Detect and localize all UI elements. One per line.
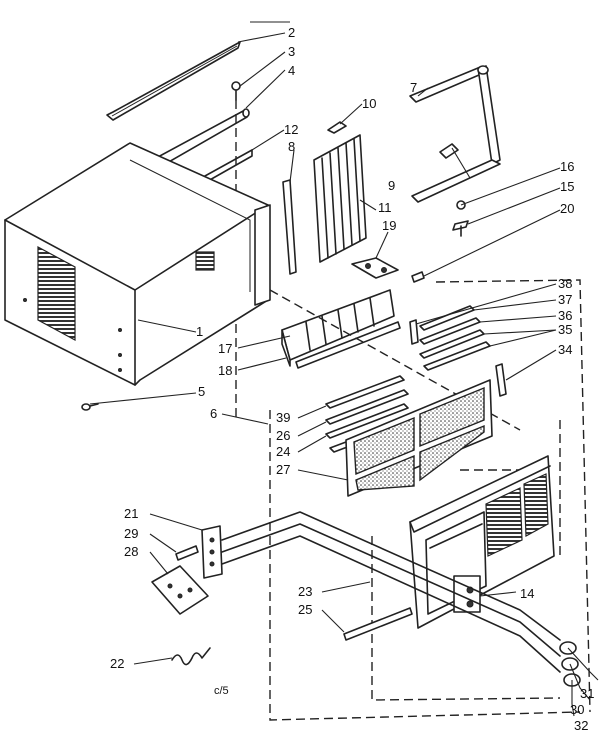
part-side-rail bbox=[282, 179, 297, 275]
callout-4: 4 bbox=[288, 63, 295, 78]
part-frame bbox=[409, 65, 501, 203]
callout-29: 29 bbox=[124, 526, 138, 541]
part-screw-5 bbox=[81, 403, 99, 411]
part-strip-34 bbox=[495, 363, 507, 397]
callout-35: 35 bbox=[558, 322, 572, 337]
callout-23: 23 bbox=[298, 584, 312, 599]
callout-30: 30 bbox=[570, 702, 584, 717]
part-wire-spring bbox=[171, 647, 211, 666]
callout-17: 17 bbox=[218, 341, 232, 356]
callout-14: 14 bbox=[520, 586, 534, 601]
callout-10: 10 bbox=[362, 96, 376, 111]
leader-lines bbox=[89, 32, 599, 717]
part-cabinet bbox=[4, 142, 271, 386]
footer-code: c/5 bbox=[214, 685, 229, 697]
part-switch-block bbox=[151, 565, 209, 615]
callout-27: 27 bbox=[276, 462, 290, 477]
part-plate bbox=[201, 525, 223, 579]
callout-39: 39 bbox=[276, 410, 290, 425]
callout-38: 38 bbox=[558, 276, 572, 291]
part-screw-3 bbox=[231, 81, 241, 101]
callout-15: 15 bbox=[560, 179, 574, 194]
callout-1: 1 bbox=[196, 324, 203, 339]
callout-11: 11 bbox=[378, 200, 392, 215]
callout-5: 5 bbox=[198, 384, 205, 399]
callout-6: 6 bbox=[210, 406, 217, 421]
part-front-panel bbox=[409, 455, 555, 629]
callout-7: 7 bbox=[410, 80, 417, 95]
part-filter bbox=[345, 379, 493, 497]
callout-37: 37 bbox=[558, 292, 572, 307]
part-bracket bbox=[351, 257, 399, 279]
callout-22: 22 bbox=[110, 656, 124, 671]
part-strip-38 bbox=[409, 319, 419, 345]
callout-31: 31 bbox=[580, 686, 594, 701]
part-clip-20 bbox=[411, 271, 425, 283]
part-rail-top bbox=[106, 41, 241, 121]
callout-9: 9 bbox=[388, 178, 395, 193]
part-base-bracket bbox=[281, 289, 401, 369]
callout-32: 32 bbox=[574, 718, 588, 733]
callout-34: 34 bbox=[558, 342, 572, 357]
callout-20: 20 bbox=[560, 201, 574, 216]
part-hardware-16-15 bbox=[452, 200, 469, 237]
callout-3: 3 bbox=[288, 44, 295, 59]
callout-16: 16 bbox=[560, 159, 574, 174]
callout-21: 21 bbox=[124, 506, 138, 521]
callout-36: 36 bbox=[558, 308, 572, 323]
callout-26: 26 bbox=[276, 428, 290, 443]
part-louvre-blades-upper bbox=[419, 305, 491, 371]
part-louvre-assembly bbox=[313, 134, 367, 263]
callout-18: 18 bbox=[218, 363, 232, 378]
callout-28: 28 bbox=[124, 544, 138, 559]
callout-25: 25 bbox=[298, 602, 312, 617]
callout-labels: 2 3 4 7 10 12 8 9 16 15 20 11 19 1 17 18… bbox=[110, 25, 594, 733]
callout-12: 12 bbox=[284, 122, 298, 137]
callout-2: 2 bbox=[288, 25, 295, 40]
wiring-harness bbox=[221, 511, 561, 673]
part-pin bbox=[175, 545, 199, 561]
part-bar bbox=[343, 607, 413, 641]
part-screw-10 bbox=[327, 121, 347, 134]
callout-19: 19 bbox=[382, 218, 396, 233]
part-knob bbox=[439, 143, 459, 159]
callout-24: 24 bbox=[276, 444, 290, 459]
callout-8: 8 bbox=[288, 139, 295, 154]
